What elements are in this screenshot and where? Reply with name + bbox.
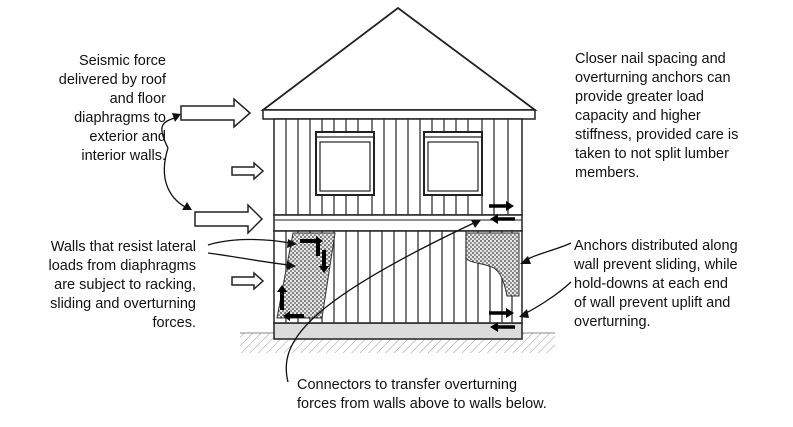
note-line: interior walls. [81,148,166,164]
note-line: members. [575,165,640,181]
roof [260,6,538,120]
note-line: and floor [109,91,166,107]
racked-shear-panel [276,232,336,321]
anchors-note: Anchors distributed along wall prevent s… [574,237,786,332]
note-line: wall prevent sliding, while [574,257,738,273]
nailed-shear-panel [465,232,520,297]
seismic-force-arrows [180,97,265,291]
note-line: taken to not split lumber [575,146,729,162]
note-line: exterior and [89,129,166,145]
note-line: capacity and higher [575,108,701,124]
connectors-note: Connectors to transfer overturning force… [297,376,597,414]
nailing-note: Closer nail spacing and overturning anch… [575,50,785,183]
note-line: provide greater load [575,89,704,105]
note-line: forces from walls above to walls below. [297,396,547,412]
walls-note: Walls that resist lateral loads from dia… [10,238,197,333]
window-left [315,131,375,196]
note-line: sliding and overturning [50,296,196,312]
note-line: forces. [152,315,196,331]
note-line: of wall prevent uplift and [574,295,731,311]
note-line: Closer nail spacing and [575,51,726,67]
window-right [423,131,483,196]
floor-diaphragm [273,214,523,232]
note-line: overturning anchors can [575,70,731,86]
foundation [273,322,523,340]
leader-arrowheads [172,113,531,318]
note-line: stiffness, provided care is [575,127,739,143]
note-line: diaphragms to [74,110,166,126]
note-line: Seismic force [78,53,166,69]
upper-wall [273,118,523,216]
note-line: Anchors distributed along [574,238,738,254]
note-line: Connectors to transfer overturning [297,377,518,393]
note-line: are subject to racking, [54,277,196,293]
note-line: Walls that resist lateral [50,239,196,255]
note-line: hold-downs at each end [574,276,728,292]
note-line: loads from diaphragms [48,258,197,274]
note-line: overturning. [574,314,651,330]
note-line: delivered by roof [58,72,166,88]
seismic-force-note: Seismic force delivered by roof and floo… [14,52,166,166]
connector-arrows [489,201,515,332]
